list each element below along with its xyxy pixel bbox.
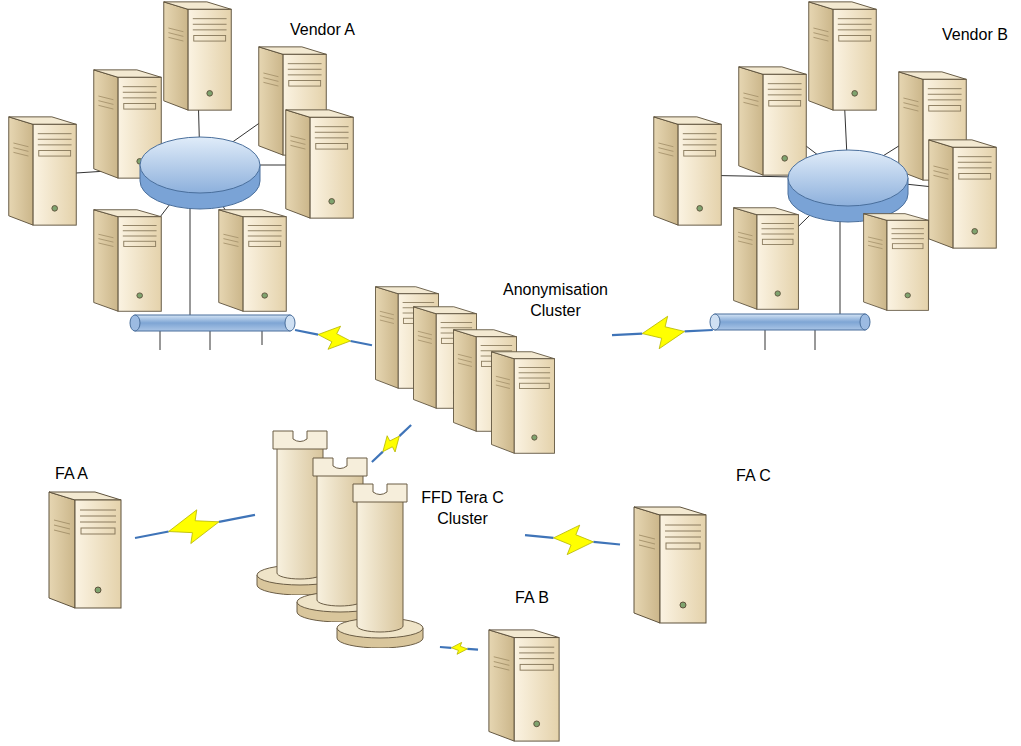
- link-line: [440, 646, 451, 649]
- vendor-cluster: Vendor A: [5, 5, 360, 330]
- link-line: [135, 532, 169, 538]
- server-icon: [734, 208, 799, 310]
- vendor-cluster: Vendor B: [648, 5, 1012, 330]
- node-label: Anonymisation Cluster: [503, 280, 608, 322]
- link-line: [685, 330, 713, 331]
- server-icon: [489, 630, 559, 741]
- node-label: Vendor B: [942, 25, 1008, 46]
- database-cluster: FFD Tera C Cluster: [255, 462, 525, 647]
- link-line: [350, 341, 372, 345]
- link-line: [295, 330, 318, 335]
- lightning-link: [525, 525, 620, 554]
- lightning-bolt: [451, 642, 467, 654]
- hub-disk: [788, 150, 908, 206]
- server-icon: [164, 2, 232, 110]
- server-icon: [219, 210, 287, 312]
- bus-ticks: [765, 330, 815, 350]
- bus-end: [285, 315, 295, 331]
- lightning-bolt: [318, 326, 350, 349]
- bus-end: [860, 314, 870, 330]
- link-line: [525, 535, 554, 538]
- network-bus: [135, 315, 290, 331]
- bus-ticks: [160, 331, 262, 350]
- link-line: [399, 425, 411, 436]
- lightning-bolt: [642, 316, 684, 348]
- bus-tick: [262, 331, 263, 345]
- lightning-link: [295, 326, 372, 349]
- network-bus: [715, 314, 865, 330]
- lightning-bolt: [169, 510, 219, 544]
- client-server: FA B: [478, 588, 578, 746]
- client-server: FA A: [40, 460, 135, 610]
- node-label: FA B: [515, 588, 549, 609]
- lightning-link: [612, 316, 713, 348]
- bus-tick: [210, 331, 211, 350]
- node-label: FA C: [736, 466, 771, 487]
- database-tower: [337, 484, 423, 648]
- lightning-bolt: [383, 436, 399, 452]
- bus-tick: [160, 331, 161, 350]
- hub-disk: [140, 137, 260, 193]
- lightning-link: [372, 425, 411, 462]
- server-icon: [634, 507, 706, 623]
- anonymisation-cluster: Anonymisation Cluster: [372, 280, 612, 425]
- server-icon: [654, 117, 722, 225]
- server-icon: [809, 2, 877, 110]
- server-icon: [9, 117, 77, 225]
- link-line: [372, 452, 383, 462]
- lightning-bolt: [554, 525, 594, 554]
- server-icon: [492, 352, 555, 454]
- lightning-link: [440, 642, 478, 654]
- bus-tick: [815, 330, 816, 350]
- link-line: [593, 542, 620, 545]
- bus-end: [130, 315, 140, 331]
- node-label: Vendor A: [290, 20, 355, 41]
- server-icon: [286, 110, 354, 218]
- server-icon: [94, 210, 162, 312]
- bus-tick: [765, 330, 766, 350]
- server-icon: [929, 140, 997, 248]
- node-label: FFD Tera C Cluster: [415, 488, 510, 530]
- server-icon: [739, 67, 807, 175]
- bus-end: [710, 314, 720, 330]
- node-label: FA A: [55, 464, 88, 485]
- link-line: [219, 515, 255, 522]
- server-icon: [864, 214, 929, 311]
- link-line: [612, 334, 642, 336]
- server-icon: [49, 492, 121, 608]
- client-server: FA C: [620, 462, 775, 627]
- lightning-link: [135, 510, 255, 544]
- link-line: [467, 648, 478, 651]
